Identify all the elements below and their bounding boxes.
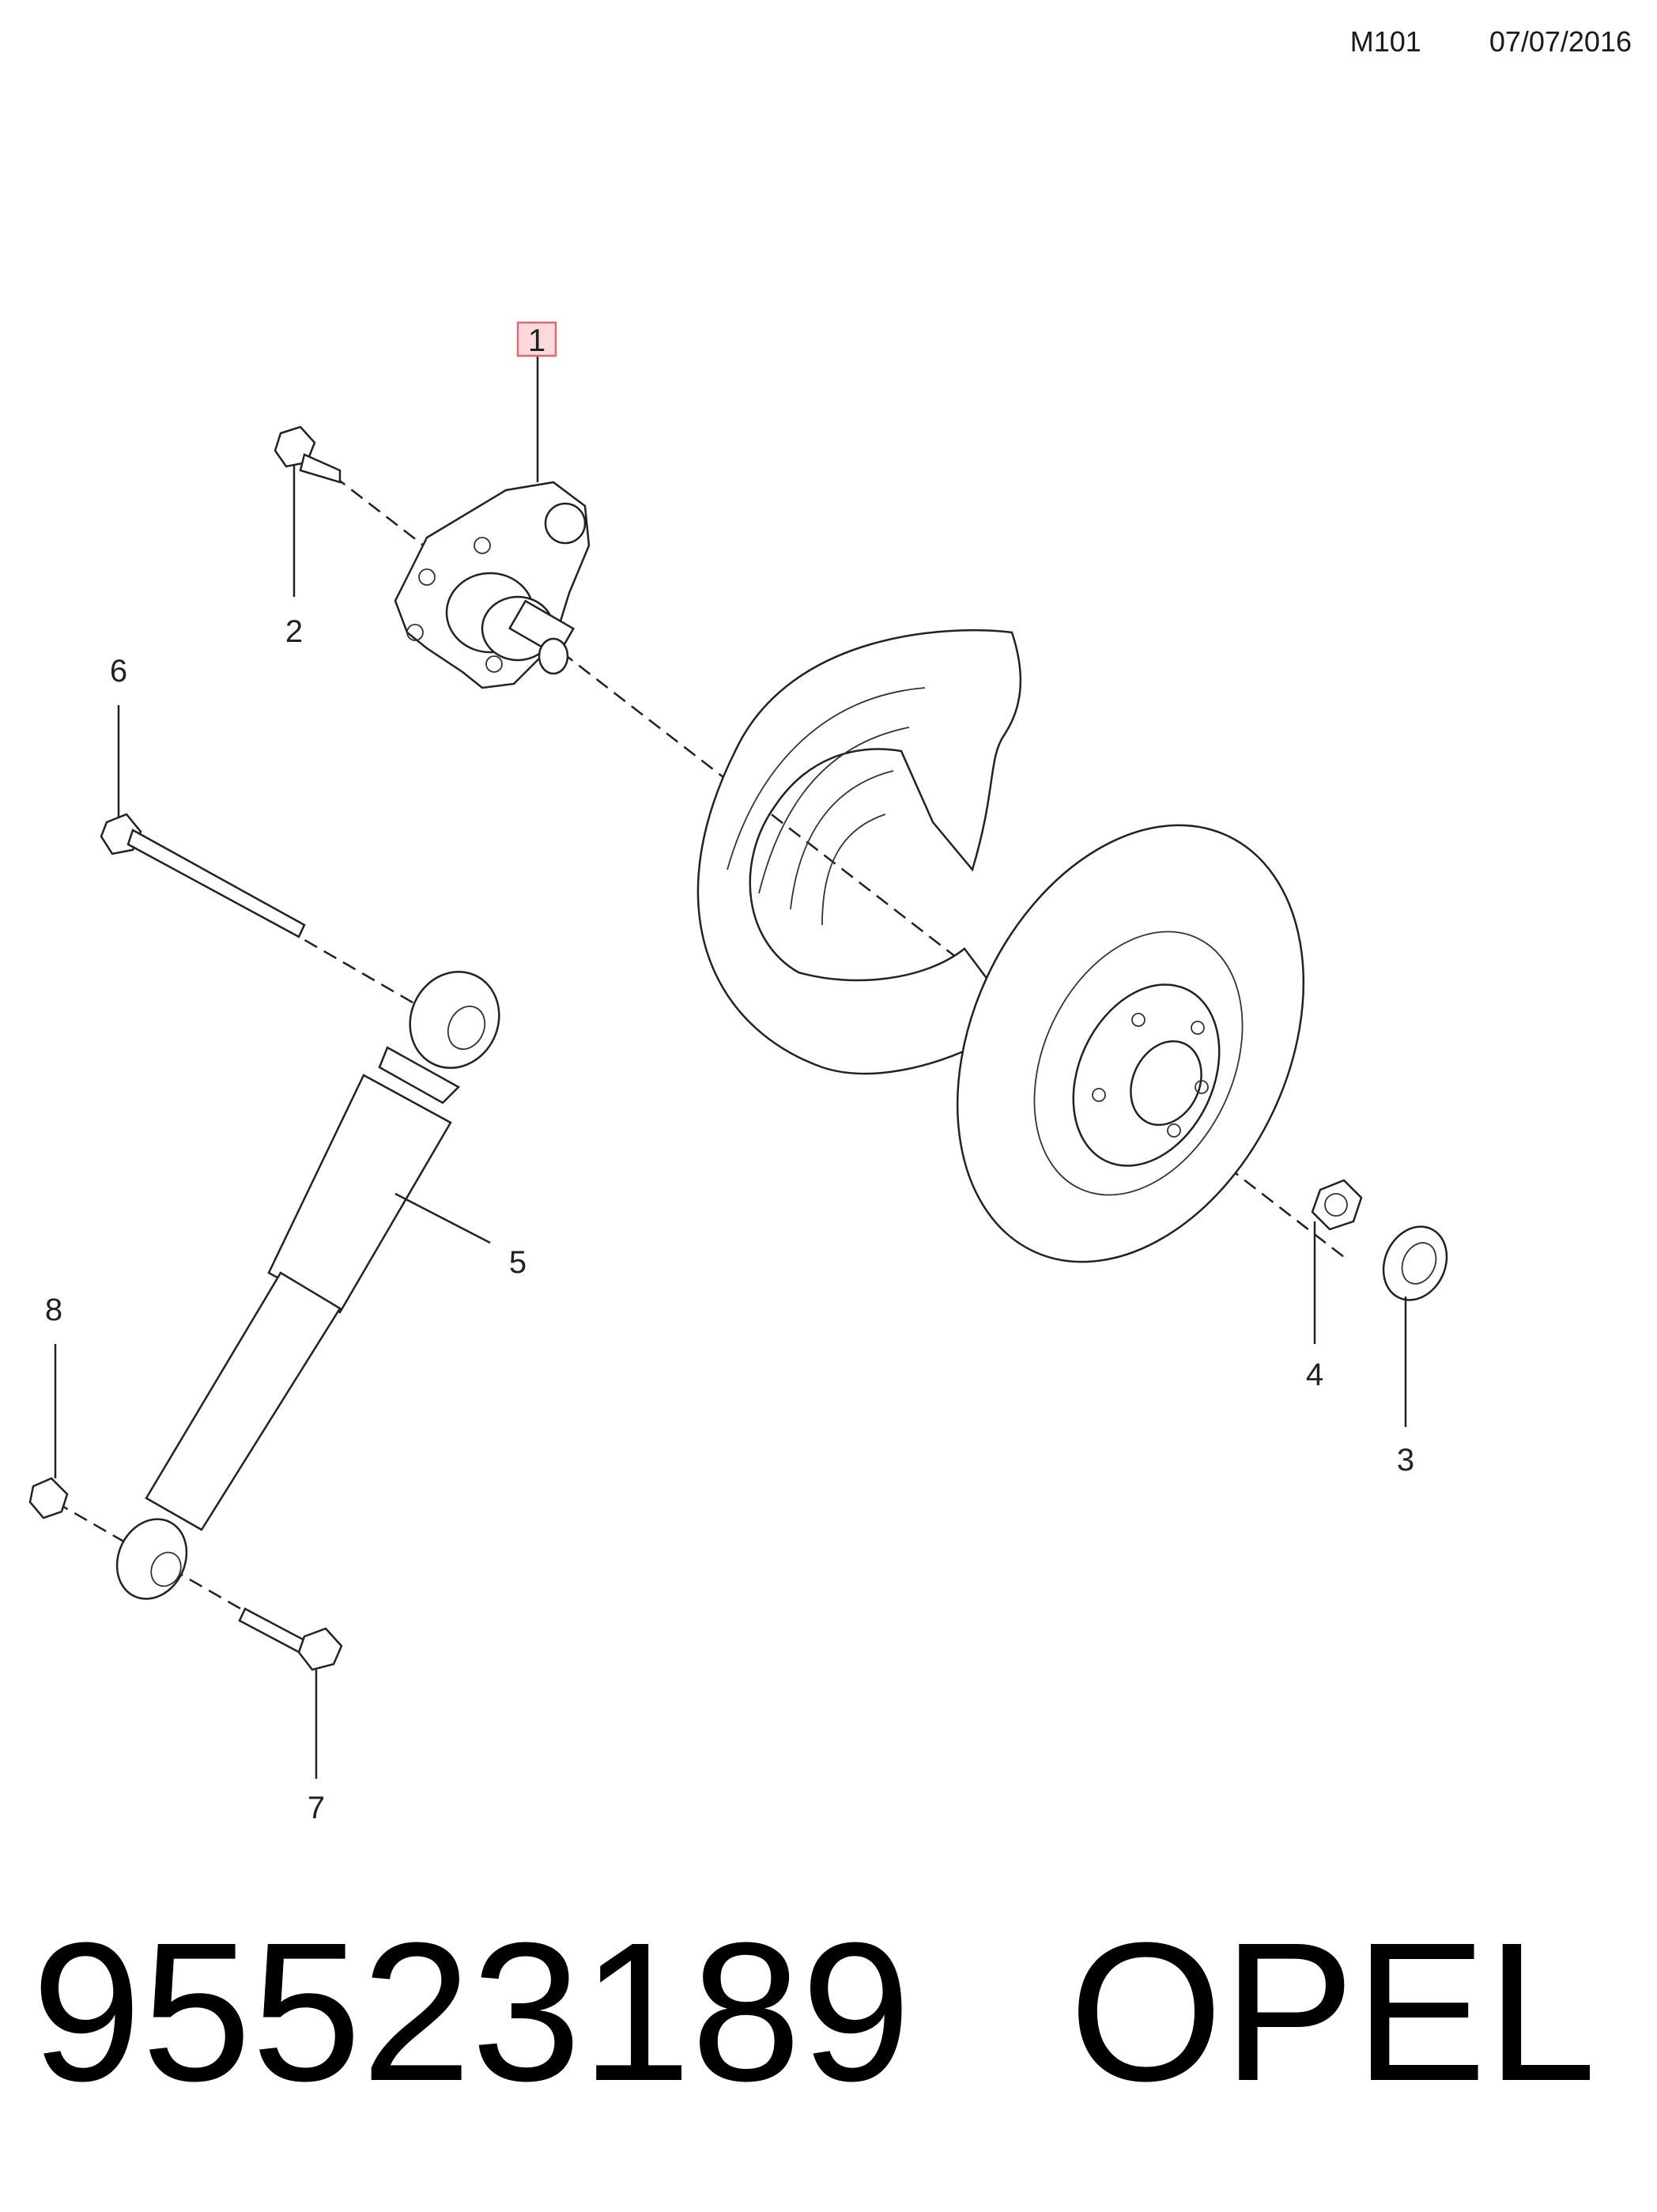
diagram-code: M101 <box>1349 25 1421 58</box>
leader-lines <box>54 354 1407 1779</box>
callout-3[interactable]: 3 <box>1397 1443 1414 1478</box>
diagram-date: 07/07/2016 <box>1489 25 1632 58</box>
footer: 95523189 OPEL <box>32 1913 1596 2111</box>
callout-2[interactable]: 2 <box>285 614 303 649</box>
part-3-cap <box>1382 1225 1448 1301</box>
callout-8[interactable]: 8 <box>45 1293 62 1327</box>
part-6-long-bolt <box>100 813 306 938</box>
callout-1-highlight <box>516 321 557 357</box>
part-8-nut <box>28 1477 69 1519</box>
callout-4[interactable]: 4 <box>1306 1357 1323 1392</box>
part-4-nut <box>1311 1179 1363 1231</box>
exploded-parts-diagram: 1 2 3 4 5 6 7 8 <box>28 321 1448 1818</box>
brake-disc <box>956 824 1305 1263</box>
brake-backing-plate <box>696 629 1022 1075</box>
header: M101 07/07/2016 <box>1350 25 1632 59</box>
callouts: 1 2 3 4 5 6 7 8 <box>45 321 1414 1818</box>
callout-6[interactable]: 6 <box>110 654 127 689</box>
part-5-shock-absorber <box>115 970 500 1600</box>
part-7-bolt <box>238 1607 343 1671</box>
part-2-bolt <box>274 425 342 484</box>
callout-7[interactable]: 7 <box>308 1791 325 1818</box>
callout-5[interactable]: 5 <box>509 1245 527 1280</box>
callout-1[interactable]: 1 <box>528 323 545 358</box>
brand-name: OPEL <box>1069 1901 1597 2122</box>
part-number: 95523189 <box>32 1901 912 2122</box>
part-1-hub-carrier <box>394 481 591 689</box>
